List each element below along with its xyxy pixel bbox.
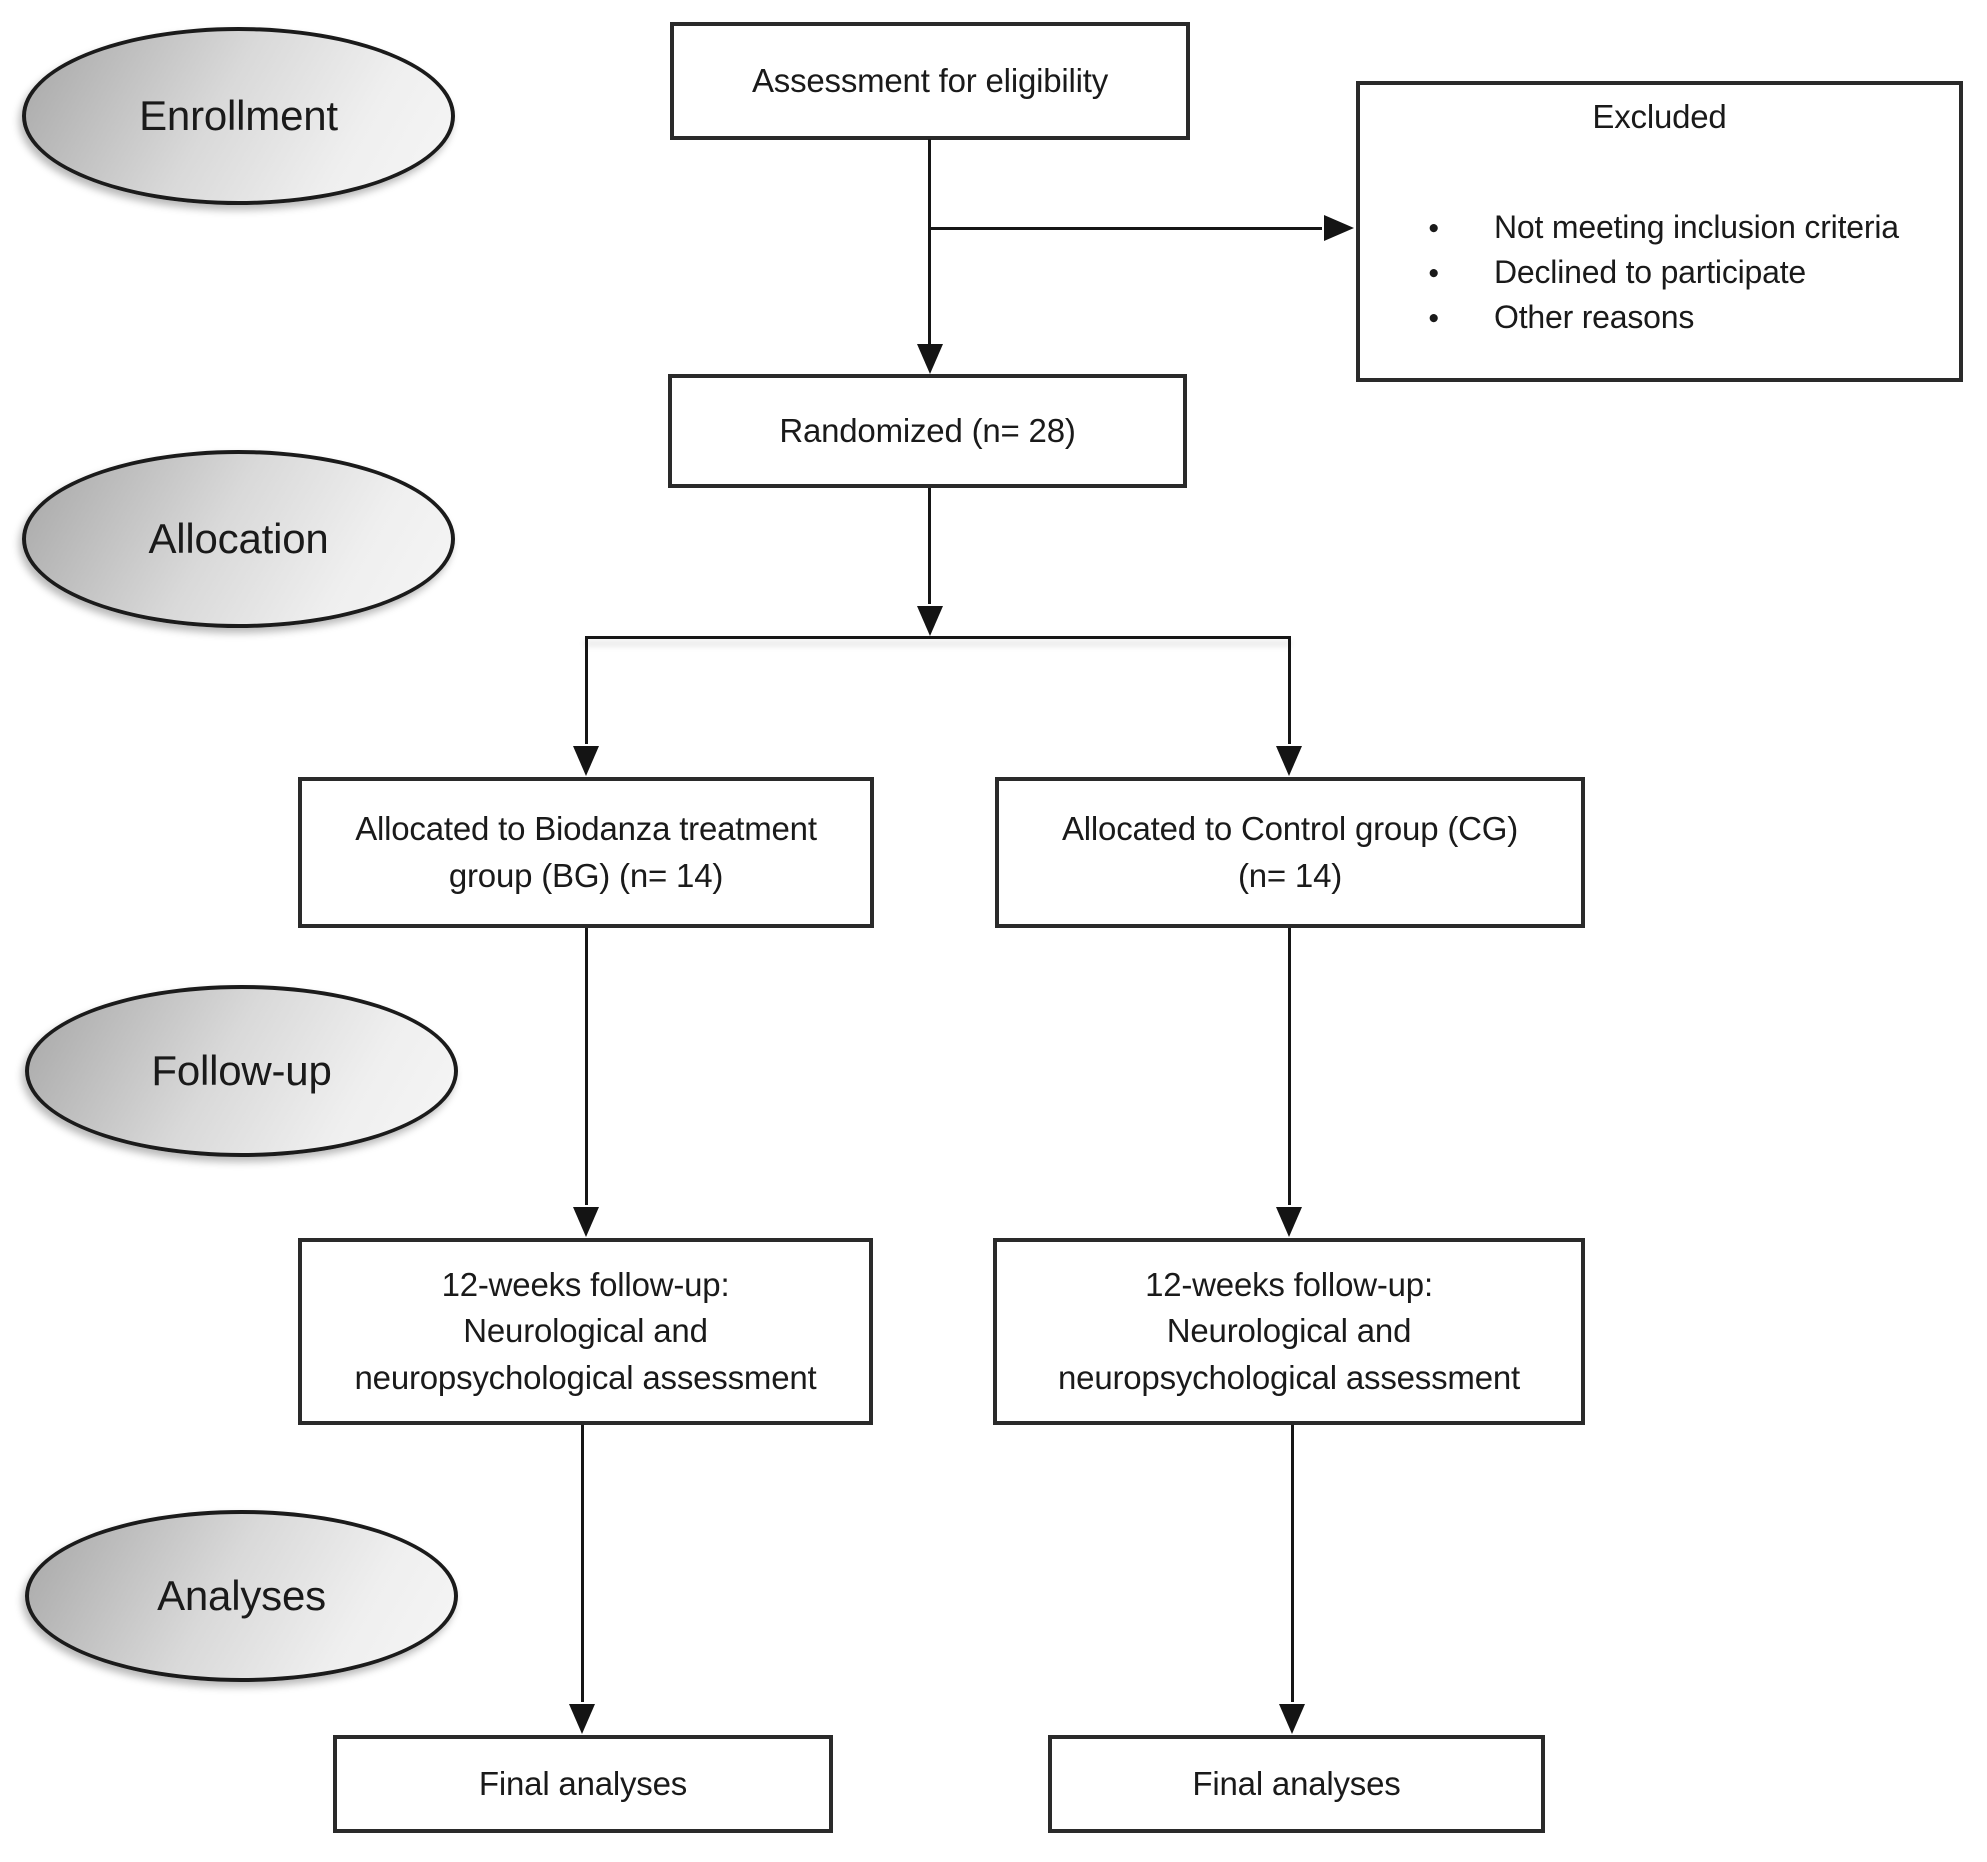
arrowhead-into-final-cg xyxy=(1279,1704,1305,1734)
line-randomized-to-split xyxy=(928,488,931,604)
line-allocated-cg-to-followup xyxy=(1288,928,1291,1205)
line-followup-cg-to-final xyxy=(1291,1425,1294,1702)
arrowhead-into-allocated-bg xyxy=(573,746,599,776)
stage-label-analyses: Analyses xyxy=(157,1572,326,1619)
stage-ellipse-analyses: Analyses xyxy=(25,1510,458,1682)
followup-bg-line3: neuropsychological assessment xyxy=(354,1358,817,1396)
excluded-item-inclusion-criteria: Not meeting inclusion criteria xyxy=(1418,205,1959,250)
allocated-bg-line2: group (BG) (n= 14) xyxy=(448,856,724,894)
box-allocated-control-group: Allocated to Control group (CG) (n= 14) xyxy=(995,777,1585,928)
line-allocated-bg-to-followup xyxy=(585,928,588,1205)
followup-cg-line1: 12-weeks follow-up: xyxy=(1145,1266,1433,1304)
box-randomized: Randomized (n= 28) xyxy=(668,374,1187,488)
arrowhead-into-followup-cg xyxy=(1276,1207,1302,1237)
box-final-analyses-control: Final analyses xyxy=(1048,1735,1545,1833)
stage-ellipse-enrollment: Enrollment xyxy=(22,27,455,205)
arrowhead-into-final-bg xyxy=(569,1704,595,1734)
box-followup-control-group: 12-weeks follow-up: Neurological and neu… xyxy=(993,1238,1585,1425)
line-split-to-allocated-cg xyxy=(1288,636,1291,744)
arrowhead-into-excluded xyxy=(1324,215,1354,241)
stage-label-allocation: Allocation xyxy=(148,515,329,562)
arrowhead-into-followup-bg xyxy=(573,1207,599,1237)
line-assessment-to-randomized xyxy=(928,139,931,344)
allocated-bg-line1: Allocated to Biodanza treatment xyxy=(355,810,817,848)
box-assessment-for-eligibility: Assessment for eligibility xyxy=(670,22,1190,140)
followup-cg-line2: Neurological and xyxy=(1166,1312,1412,1350)
box-followup-biodanza-group: 12-weeks follow-up: Neurological and neu… xyxy=(298,1238,873,1425)
assessment-text: Assessment for eligibility xyxy=(751,61,1109,99)
excluded-item-other: Other reasons xyxy=(1418,295,1959,340)
arrowhead-onto-split-bar xyxy=(917,606,943,636)
followup-bg-line1: 12-weeks follow-up: xyxy=(441,1266,730,1304)
allocated-cg-line1: Allocated to Control group (CG) xyxy=(1061,810,1518,848)
randomized-text: Randomized (n= 28) xyxy=(779,411,1076,449)
arrowhead-into-randomized xyxy=(917,344,943,374)
stage-ellipse-followup: Follow-up xyxy=(25,985,458,1157)
box-excluded: Excluded Not meeting inclusion criteria … xyxy=(1356,81,1963,382)
final-cg-text: Final analyses xyxy=(1192,1764,1401,1802)
excluded-item-declined: Declined to participate xyxy=(1418,250,1959,295)
stage-label-enrollment: Enrollment xyxy=(139,92,338,139)
excluded-title: Excluded xyxy=(1592,98,1727,135)
arrowhead-into-allocated-cg xyxy=(1276,746,1302,776)
followup-bg-line2: Neurological and xyxy=(463,1312,708,1350)
stage-label-followup: Follow-up xyxy=(151,1047,332,1094)
followup-cg-line3: neuropsychological assessment xyxy=(1058,1358,1520,1396)
allocated-cg-line2: (n= 14) xyxy=(1237,856,1343,894)
line-split-to-allocated-bg xyxy=(585,636,588,744)
final-bg-text: Final analyses xyxy=(478,1764,688,1802)
split-bar xyxy=(585,636,1291,639)
line-followup-bg-to-final xyxy=(581,1425,584,1702)
box-final-analyses-biodanza: Final analyses xyxy=(333,1735,833,1833)
line-to-excluded xyxy=(930,227,1322,230)
stage-ellipse-allocation: Allocation xyxy=(22,450,455,628)
box-allocated-biodanza-group: Allocated to Biodanza treatment group (B… xyxy=(298,777,874,928)
excluded-list: Not meeting inclusion criteria Declined … xyxy=(1360,205,1959,340)
